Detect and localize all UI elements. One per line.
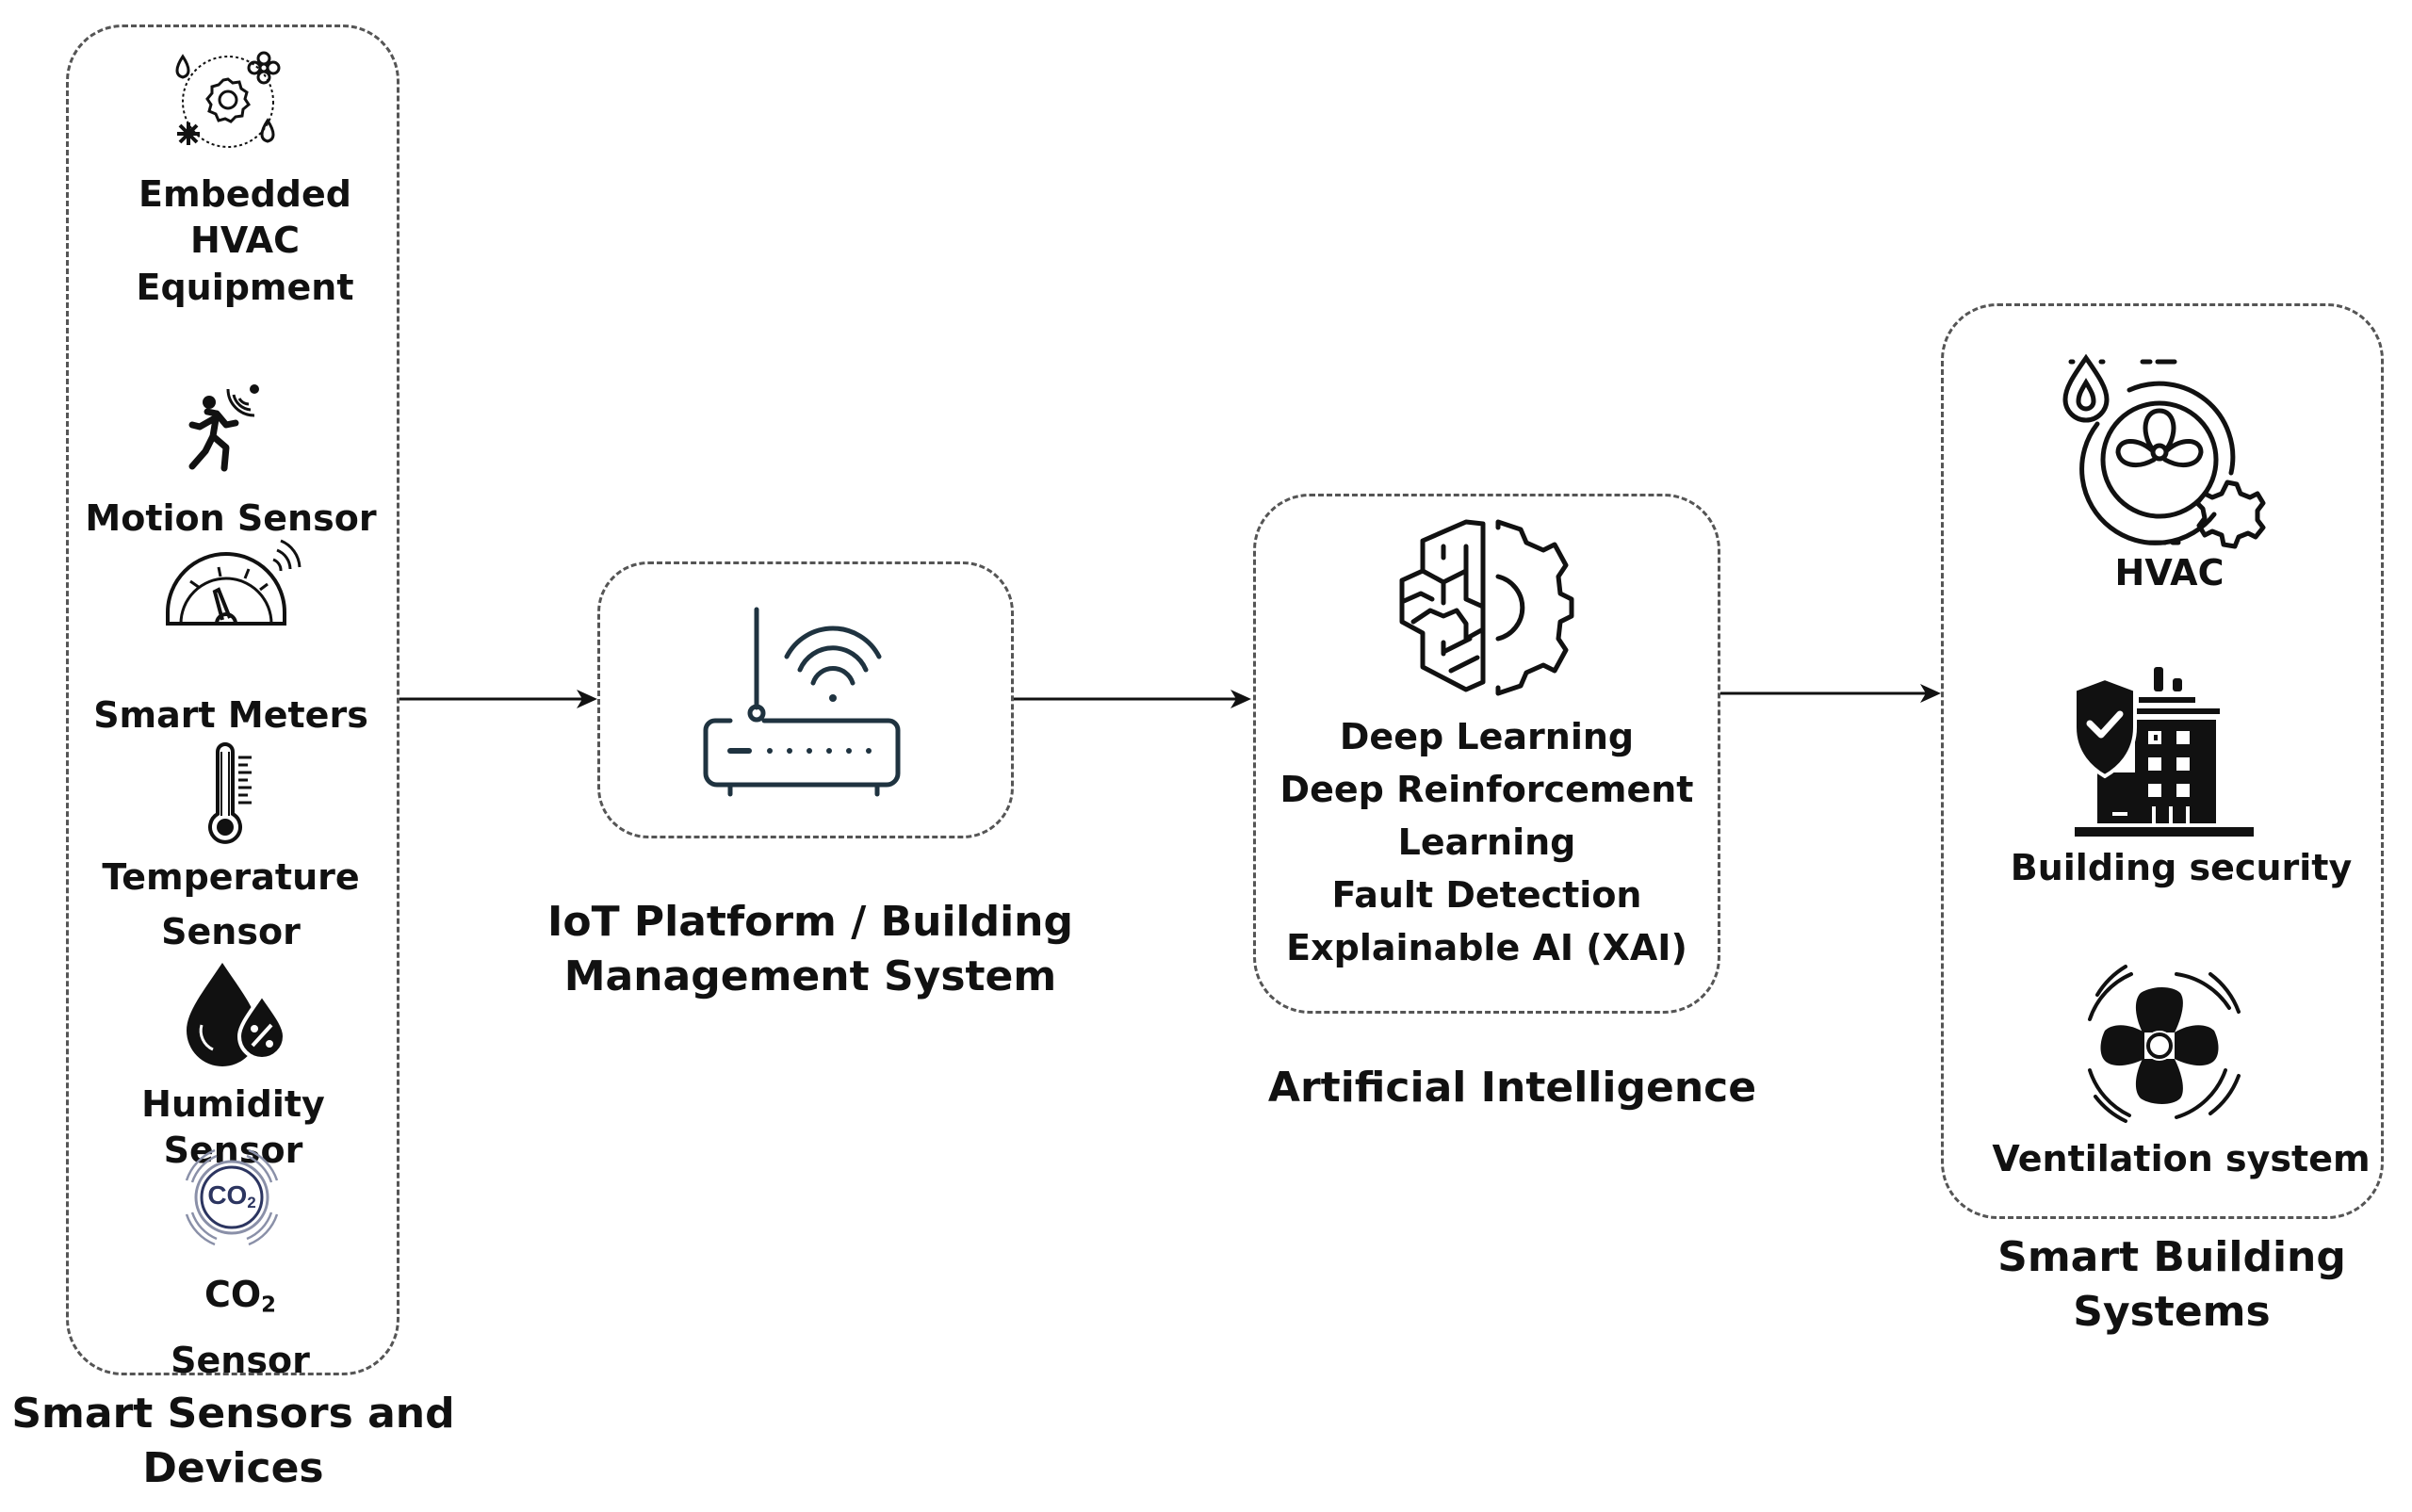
co2-sensor-label-subscript: 2 (261, 1293, 277, 1318)
co2-icon: CO2 (179, 1145, 285, 1250)
temperature-sensor-label-line1: Temperature (102, 856, 360, 898)
arrow-sensors-to-iot (399, 690, 597, 708)
ai-method-xai: Explainable AI (XAI) (1286, 927, 1687, 968)
ai-method-deep-learning: Deep Learning (1339, 716, 1635, 757)
hvac-equipment-label-line2: HVAC (190, 219, 300, 262)
co2-icon-text: CO (207, 1180, 248, 1210)
building-security-icon (2073, 667, 2254, 837)
ai-method-deep-rl-line2: Learning (1397, 821, 1576, 863)
thermometer-icon (208, 742, 252, 844)
iot-platform-title-line1: IoT Platform / Building (546, 898, 1074, 946)
motion-sensor-label: Motion Sensor (85, 497, 377, 539)
iot-platform-title-line2: Management System (563, 952, 1057, 1001)
hvac-equipment-label-line3: Equipment (136, 266, 354, 308)
ai-group-title: Artificial Intelligence (1267, 1064, 1757, 1112)
co2-icon-subscript: 2 (247, 1194, 256, 1212)
co2-sensor-label-line2: Sensor (171, 1339, 310, 1381)
sensors-group-title-line2: Devices (142, 1444, 324, 1493)
co2-sensor-label-main: CO (204, 1274, 262, 1315)
sensors-group-box (66, 24, 399, 1375)
ventilation-fan-icon (2088, 965, 2241, 1123)
hvac-fan-icon (2062, 353, 2266, 549)
iot-platform-box (597, 561, 1014, 838)
temperature-sensor-label-line2: Sensor (161, 911, 301, 952)
ai-method-deep-rl-line1: Deep Reinforcement (1279, 769, 1694, 810)
arrow-ai-to-systems (1720, 684, 1941, 703)
systems-group-title-line2: Systems (2073, 1288, 2271, 1337)
humidity-sensor-label: Humidity Sensor (141, 1083, 325, 1172)
hvac-equipment-label-line1: Embedded (139, 173, 351, 215)
arrow-iot-to-ai (1014, 690, 1251, 708)
smart-meters-label: Smart Meters (93, 694, 368, 736)
ai-method-fault-detection: Fault Detection (1331, 874, 1642, 916)
sensors-group-title-line1: Smart Sensors and (11, 1390, 455, 1438)
smart-meter-icon (166, 539, 302, 626)
systems-group-box (1941, 303, 2384, 1219)
router-icon (703, 607, 901, 797)
building-security-label: Building security (2010, 847, 2353, 888)
ai-box (1253, 494, 1720, 1014)
hvac-equipment-icon (175, 51, 281, 148)
systems-group-title-line1: Smart Building (1997, 1233, 2346, 1281)
brain-gear-icon (1399, 519, 1574, 696)
humidity-icon (187, 963, 287, 1066)
hvac-label: HVAC (2114, 552, 2225, 593)
motion-sensor-icon (188, 384, 259, 472)
ventilation-system-label: Ventilation system (1992, 1138, 2371, 1179)
